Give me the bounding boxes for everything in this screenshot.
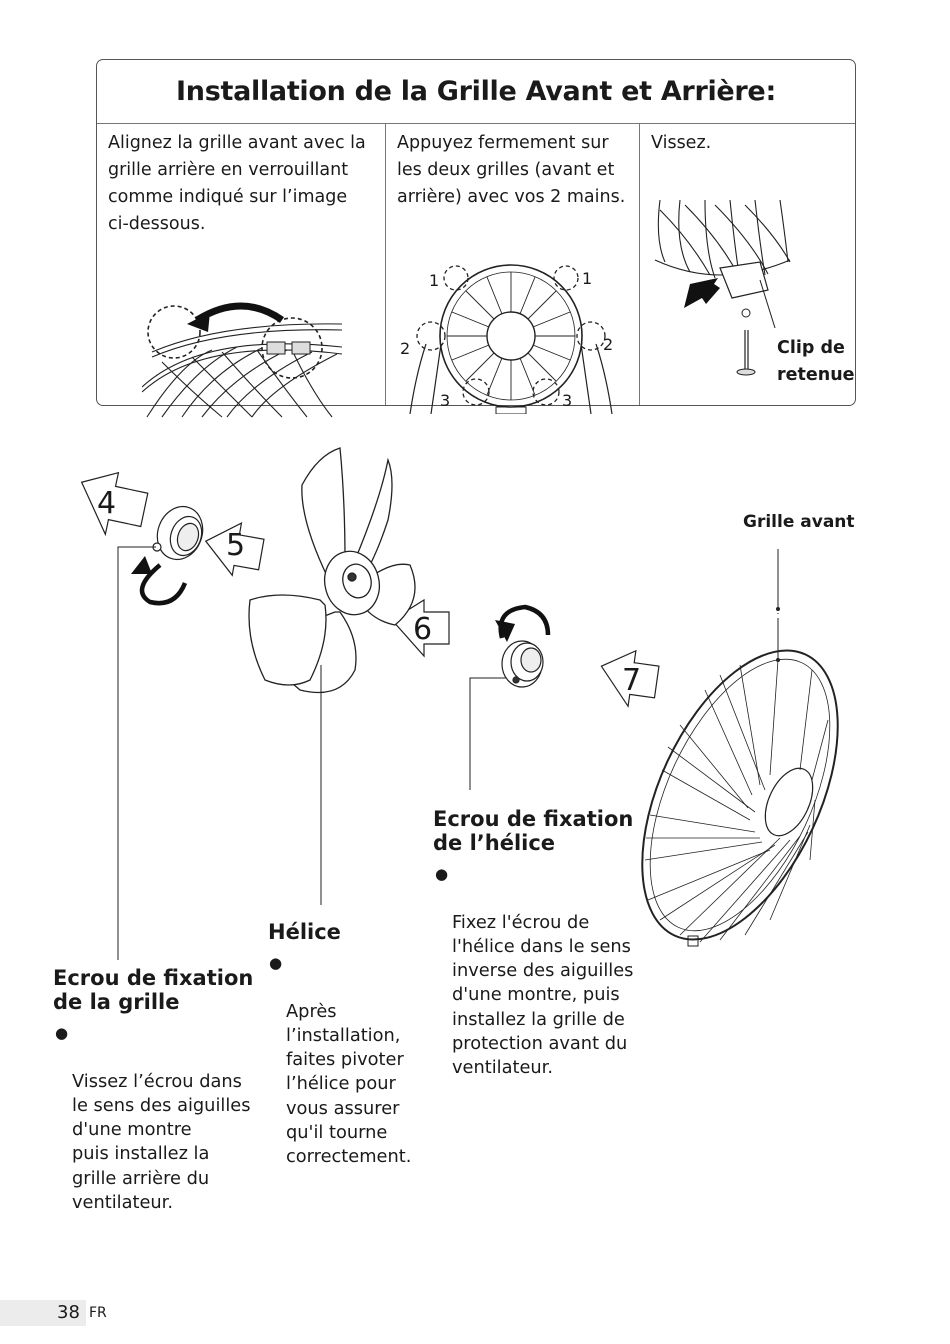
step-6: 6 xyxy=(413,612,432,647)
step-5: 5 xyxy=(226,528,245,563)
grille-avant-label: Grille avant xyxy=(743,512,855,532)
bullet-dot: ● xyxy=(435,862,448,886)
step-7: 7 xyxy=(622,663,641,698)
propeller-drawing xyxy=(249,448,415,693)
page-number: 38 xyxy=(57,1300,80,1326)
ecrou-helice-title: Ecrou de fixation de l’hélice xyxy=(433,807,633,855)
bullet-dot: ● xyxy=(269,951,282,975)
helice-text: ● Après l’installation, faites pivoter l… xyxy=(286,951,411,1170)
helice-title: Hélice xyxy=(268,920,341,944)
bullet-dot: ● xyxy=(55,1021,68,1045)
propeller-nut-drawing xyxy=(502,641,543,687)
ecrou-helice-description: Fixez l'écrou de l'hélice dans le sens i… xyxy=(452,912,633,1079)
grill-nut-drawing xyxy=(150,500,210,566)
helice-description: Après l’installation, faites pivoter l’h… xyxy=(286,1001,411,1168)
ecrou-grille-title: Ecrou de fixation de la grille xyxy=(53,966,253,1014)
step-4: 4 xyxy=(97,486,116,521)
language-code: FR xyxy=(89,1304,107,1322)
ecrou-helice-text: ● Fixez l'écrou de l'hélice dans le sens… xyxy=(452,862,633,1081)
ecrou-grille-text: ● Vissez l’écrou dans le sens des aiguil… xyxy=(72,1021,250,1215)
ecrou-grille-description: Vissez l’écrou dans le sens des aiguille… xyxy=(72,1071,250,1213)
